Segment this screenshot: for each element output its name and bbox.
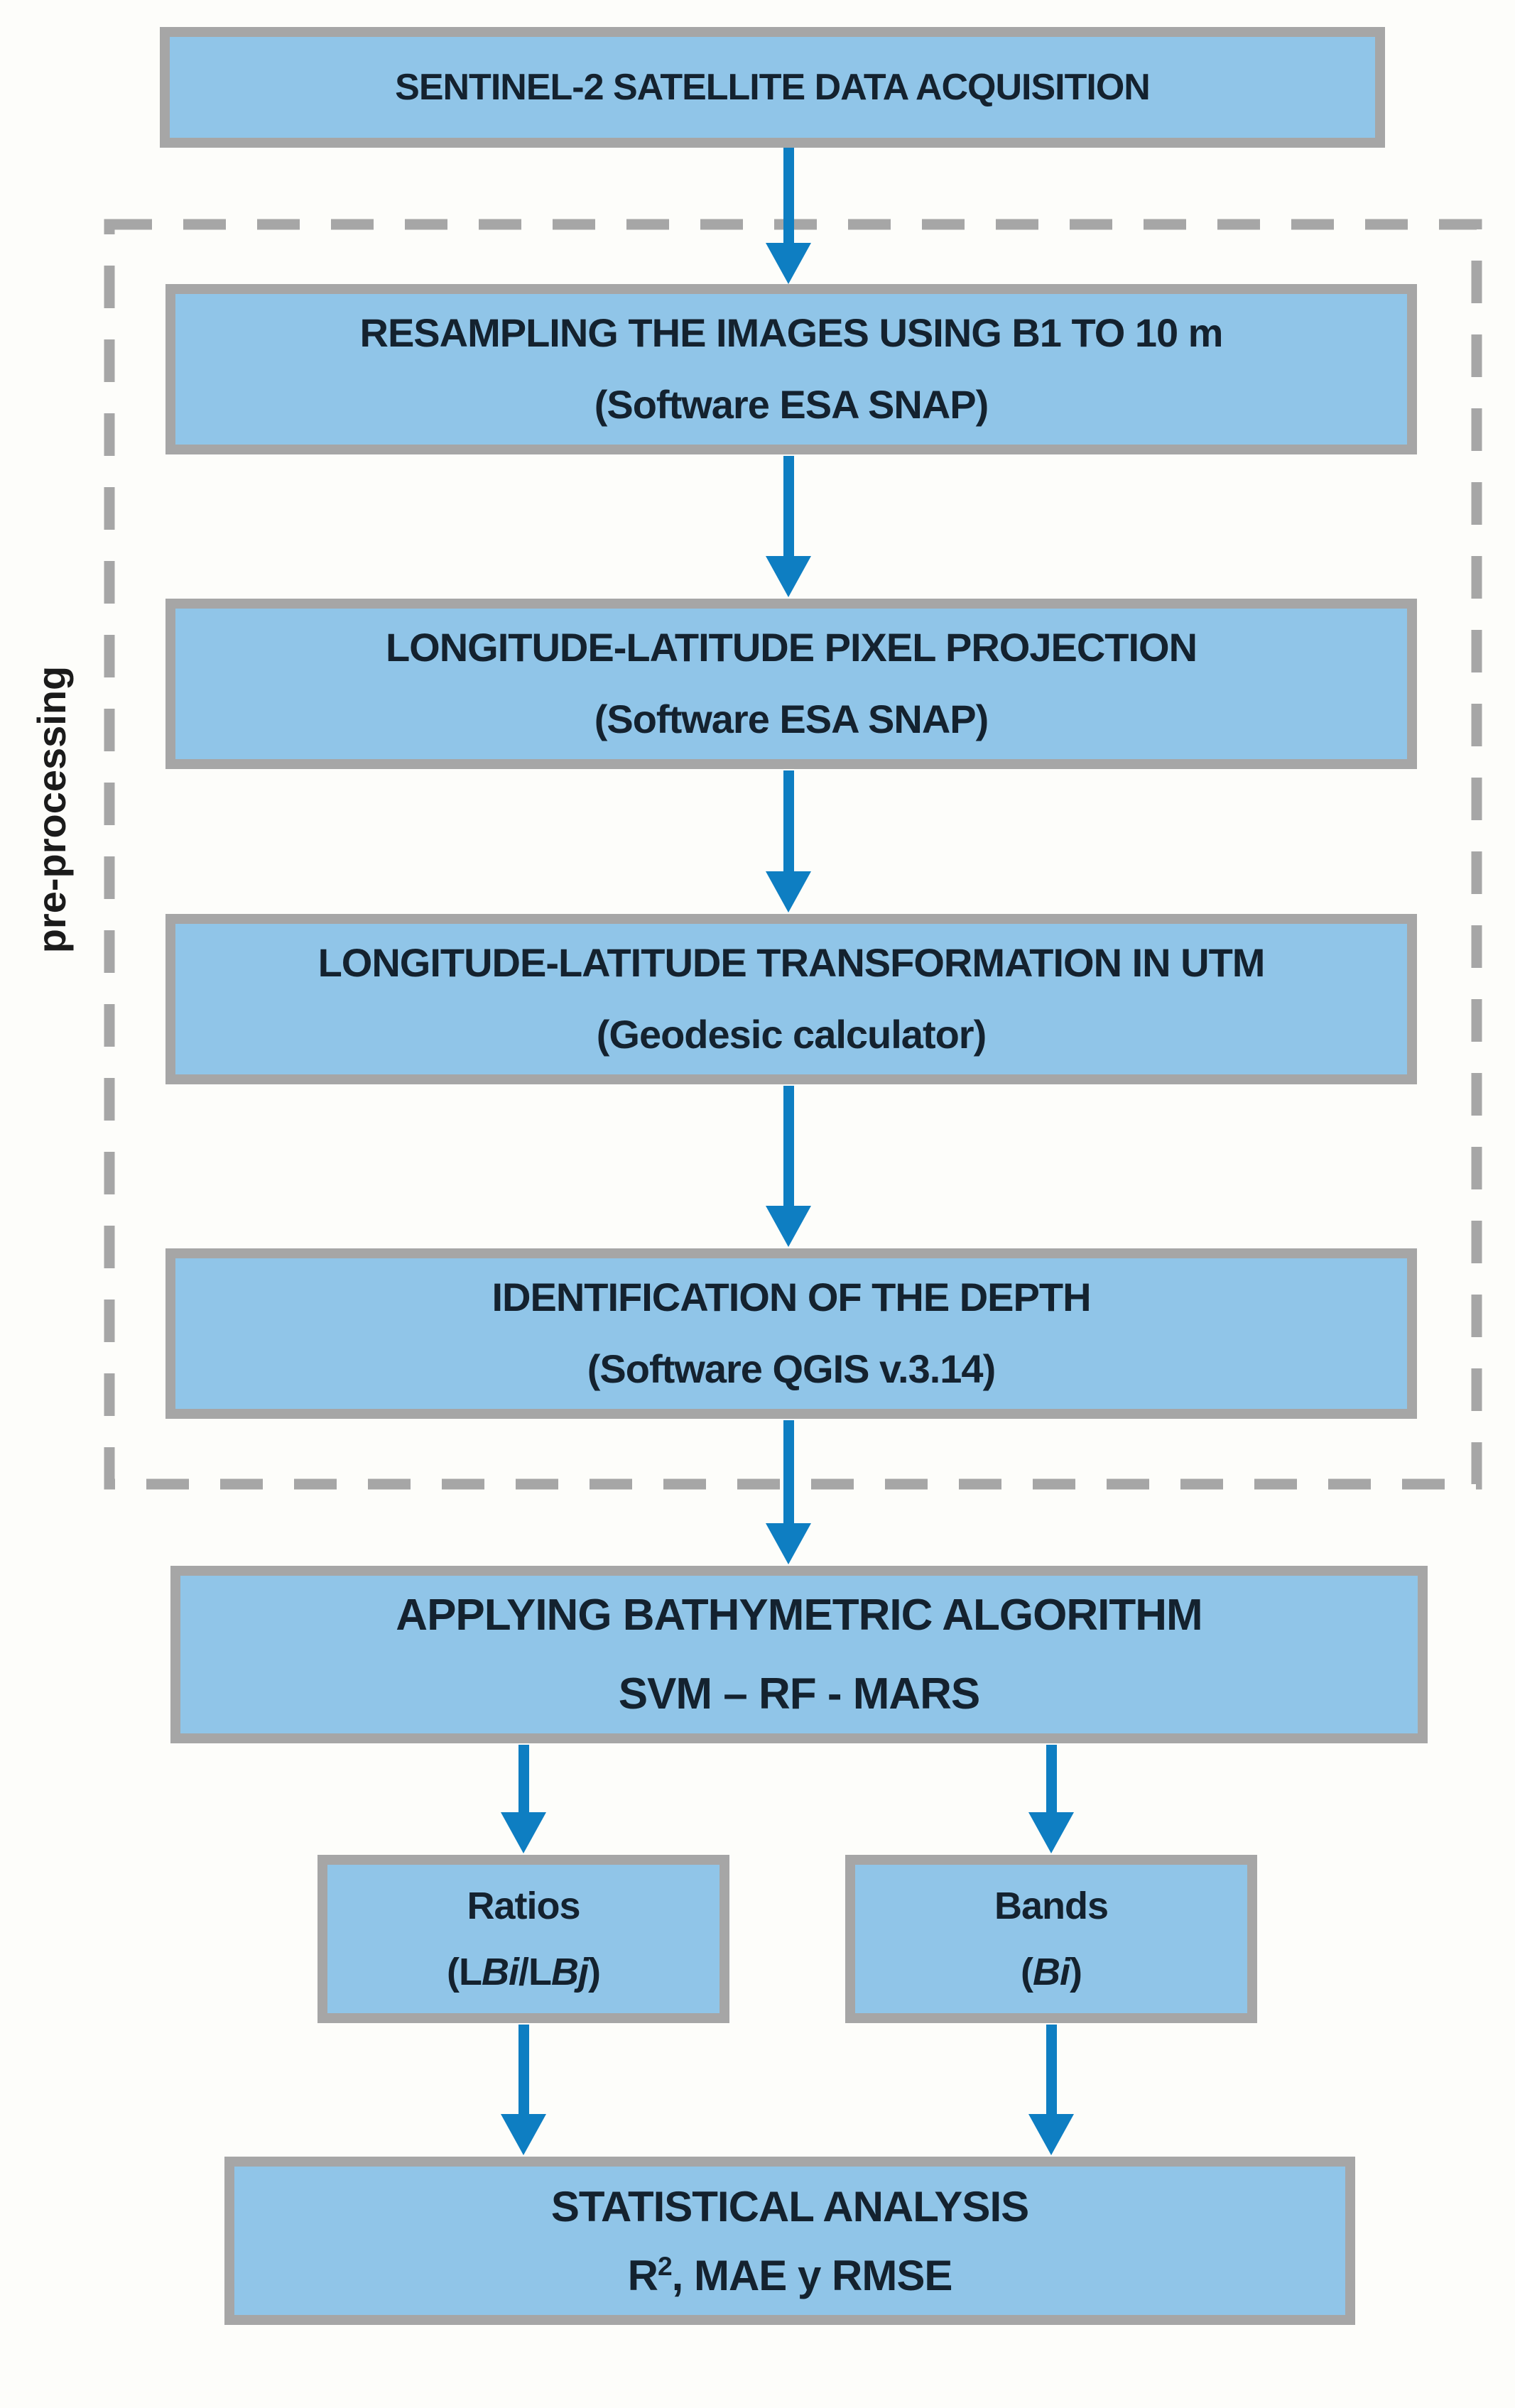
node-statistical-analysis: STATISTICAL ANALYSIS R2, MAE y RMSE <box>224 2157 1355 2325</box>
node-statistical-analysis-metrics: R2, MAE y RMSE <box>627 2251 953 2299</box>
node-bands-title: Bands <box>994 1884 1109 1927</box>
node-pixel-projection-title: LONGITUDE-LATITUDE PIXEL PROJECTION <box>385 625 1198 670</box>
stats-rest: , MAE y RMSE <box>671 2251 953 2299</box>
arrow-stem <box>783 148 794 243</box>
bands-formula-prefix: ( <box>1021 1950 1033 1993</box>
arrow-algorithm-to-bands <box>1028 1745 1074 1853</box>
bands-formula-bi: Bi <box>1033 1950 1070 1993</box>
node-resampling-title: RESAMPLING THE IMAGES USING B1 TO 10 m <box>359 310 1224 356</box>
arrow-stem <box>783 1420 794 1523</box>
node-depth-identification: IDENTIFICATION OF THE DEPTH (Software QG… <box>165 1248 1417 1419</box>
node-resampling: RESAMPLING THE IMAGES USING B1 TO 10 m (… <box>165 284 1417 454</box>
arrow-head <box>501 2114 546 2155</box>
arrow-head <box>1028 1812 1074 1853</box>
ratios-formula-bj: Bj <box>550 1950 589 1993</box>
arrow-resampling-to-projection <box>766 456 811 597</box>
arrow-depth-to-algorithm <box>766 1420 811 1564</box>
ratios-formula-mid: /L <box>518 1950 552 1993</box>
node-bands-formula: (Bi) <box>1021 1950 1082 1993</box>
node-pixel-projection-subtitle: (Software ESA SNAP) <box>594 697 989 741</box>
arrow-head <box>1028 2114 1074 2155</box>
arrow-projection-to-utm <box>766 770 811 912</box>
node-bathymetric-algorithm-subtitle: SVM – RF - MARS <box>618 1669 981 1718</box>
ratios-formula-bi: Bi <box>481 1950 519 1993</box>
arrow-bands-to-stats <box>1028 2025 1074 2155</box>
node-bathymetric-algorithm-title: APPLYING BATHYMETRIC ALGORITHM <box>396 1590 1202 1640</box>
arrow-head <box>766 556 811 597</box>
node-utm-transformation-subtitle: (Geodesic calculator) <box>596 1012 987 1057</box>
arrow-algorithm-to-ratios <box>501 1745 546 1853</box>
arrow-stem <box>783 770 794 871</box>
arrow-head <box>501 1812 546 1853</box>
node-pixel-projection: LONGITUDE-LATITUDE PIXEL PROJECTION (Sof… <box>165 599 1417 769</box>
arrow-stem <box>518 1745 529 1812</box>
arrow-stem <box>1046 1745 1057 1812</box>
arrow-stem <box>1046 2025 1057 2114</box>
arrow-utm-to-depth <box>766 1086 811 1247</box>
node-statistical-analysis-title: STATISTICAL ANALYSIS <box>550 2182 1029 2230</box>
node-ratios: Ratios (LBi/LBj) <box>317 1855 729 2023</box>
arrow-head <box>766 243 811 284</box>
arrow-head <box>766 871 811 912</box>
ratios-formula-suffix: ) <box>587 1950 601 1993</box>
arrow-ratios-to-stats <box>501 2025 546 2155</box>
node-ratios-title: Ratios <box>467 1884 580 1927</box>
arrow-head <box>766 1523 811 1564</box>
stats-r: R <box>627 2251 658 2299</box>
arrow-stem <box>783 1086 794 1206</box>
node-ratios-formula: (LBi/LBj) <box>447 1950 601 1993</box>
arrow-head <box>766 1206 811 1247</box>
node-depth-identification-subtitle: (Software QGIS v.3.14) <box>587 1346 996 1391</box>
arrow-acquisition-to-resampling <box>766 148 811 284</box>
node-bathymetric-algorithm: APPLYING BATHYMETRIC ALGORITHM SVM – RF … <box>170 1566 1428 1743</box>
node-bands: Bands (Bi) <box>845 1855 1257 2023</box>
node-sentinel-data-acquisition: SENTINEL-2 SATELLITE DATA ACQUISITION <box>160 27 1385 148</box>
bands-formula-suffix: ) <box>1070 1950 1082 1993</box>
node-utm-transformation-title: LONGITUDE-LATITUDE TRANSFORMATION IN UTM <box>317 940 1266 986</box>
stats-r-sup: 2 <box>657 2251 673 2282</box>
ratios-formula-prefix: (L <box>447 1950 482 1993</box>
preprocessing-label: pre-processing <box>29 665 74 954</box>
node-sentinel-data-acquisition-title: SENTINEL-2 SATELLITE DATA ACQUISITION <box>395 66 1151 108</box>
node-utm-transformation: LONGITUDE-LATITUDE TRANSFORMATION IN UTM… <box>165 914 1417 1084</box>
node-depth-identification-title: IDENTIFICATION OF THE DEPTH <box>492 1275 1091 1320</box>
arrow-stem <box>518 2025 529 2114</box>
arrow-stem <box>783 456 794 556</box>
node-resampling-subtitle: (Software ESA SNAP) <box>594 382 989 427</box>
